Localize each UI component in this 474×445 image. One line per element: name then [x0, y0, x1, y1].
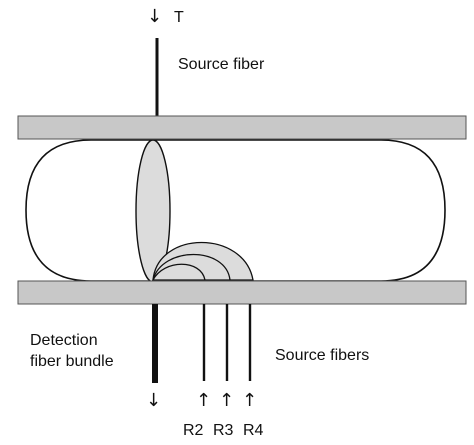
detection-label-line1: Detection [30, 332, 98, 349]
top-compression-plate [17, 115, 467, 140]
r3-up-arrow-icon: ↑ [219, 390, 235, 411]
r4-label: R4 [243, 422, 264, 439]
top-down-arrow-icon: ↓ [147, 6, 163, 27]
source-fiber-label: Source fiber [178, 56, 265, 73]
detection-label-line2: fiber bundle [30, 353, 114, 370]
transmission-label: T [174, 9, 184, 26]
bottom-compression-plate [17, 280, 467, 305]
source-fibers-label: Source fibers [275, 347, 370, 364]
r2-up-arrow-icon: ↑ [196, 390, 212, 411]
r3-label: R3 [213, 422, 234, 439]
detection-down-arrow-icon: ↓ [146, 390, 162, 411]
r4-up-arrow-icon: ↑ [242, 390, 258, 411]
reflectance-path-r2 [151, 263, 206, 281]
r2-label: R2 [183, 422, 204, 439]
